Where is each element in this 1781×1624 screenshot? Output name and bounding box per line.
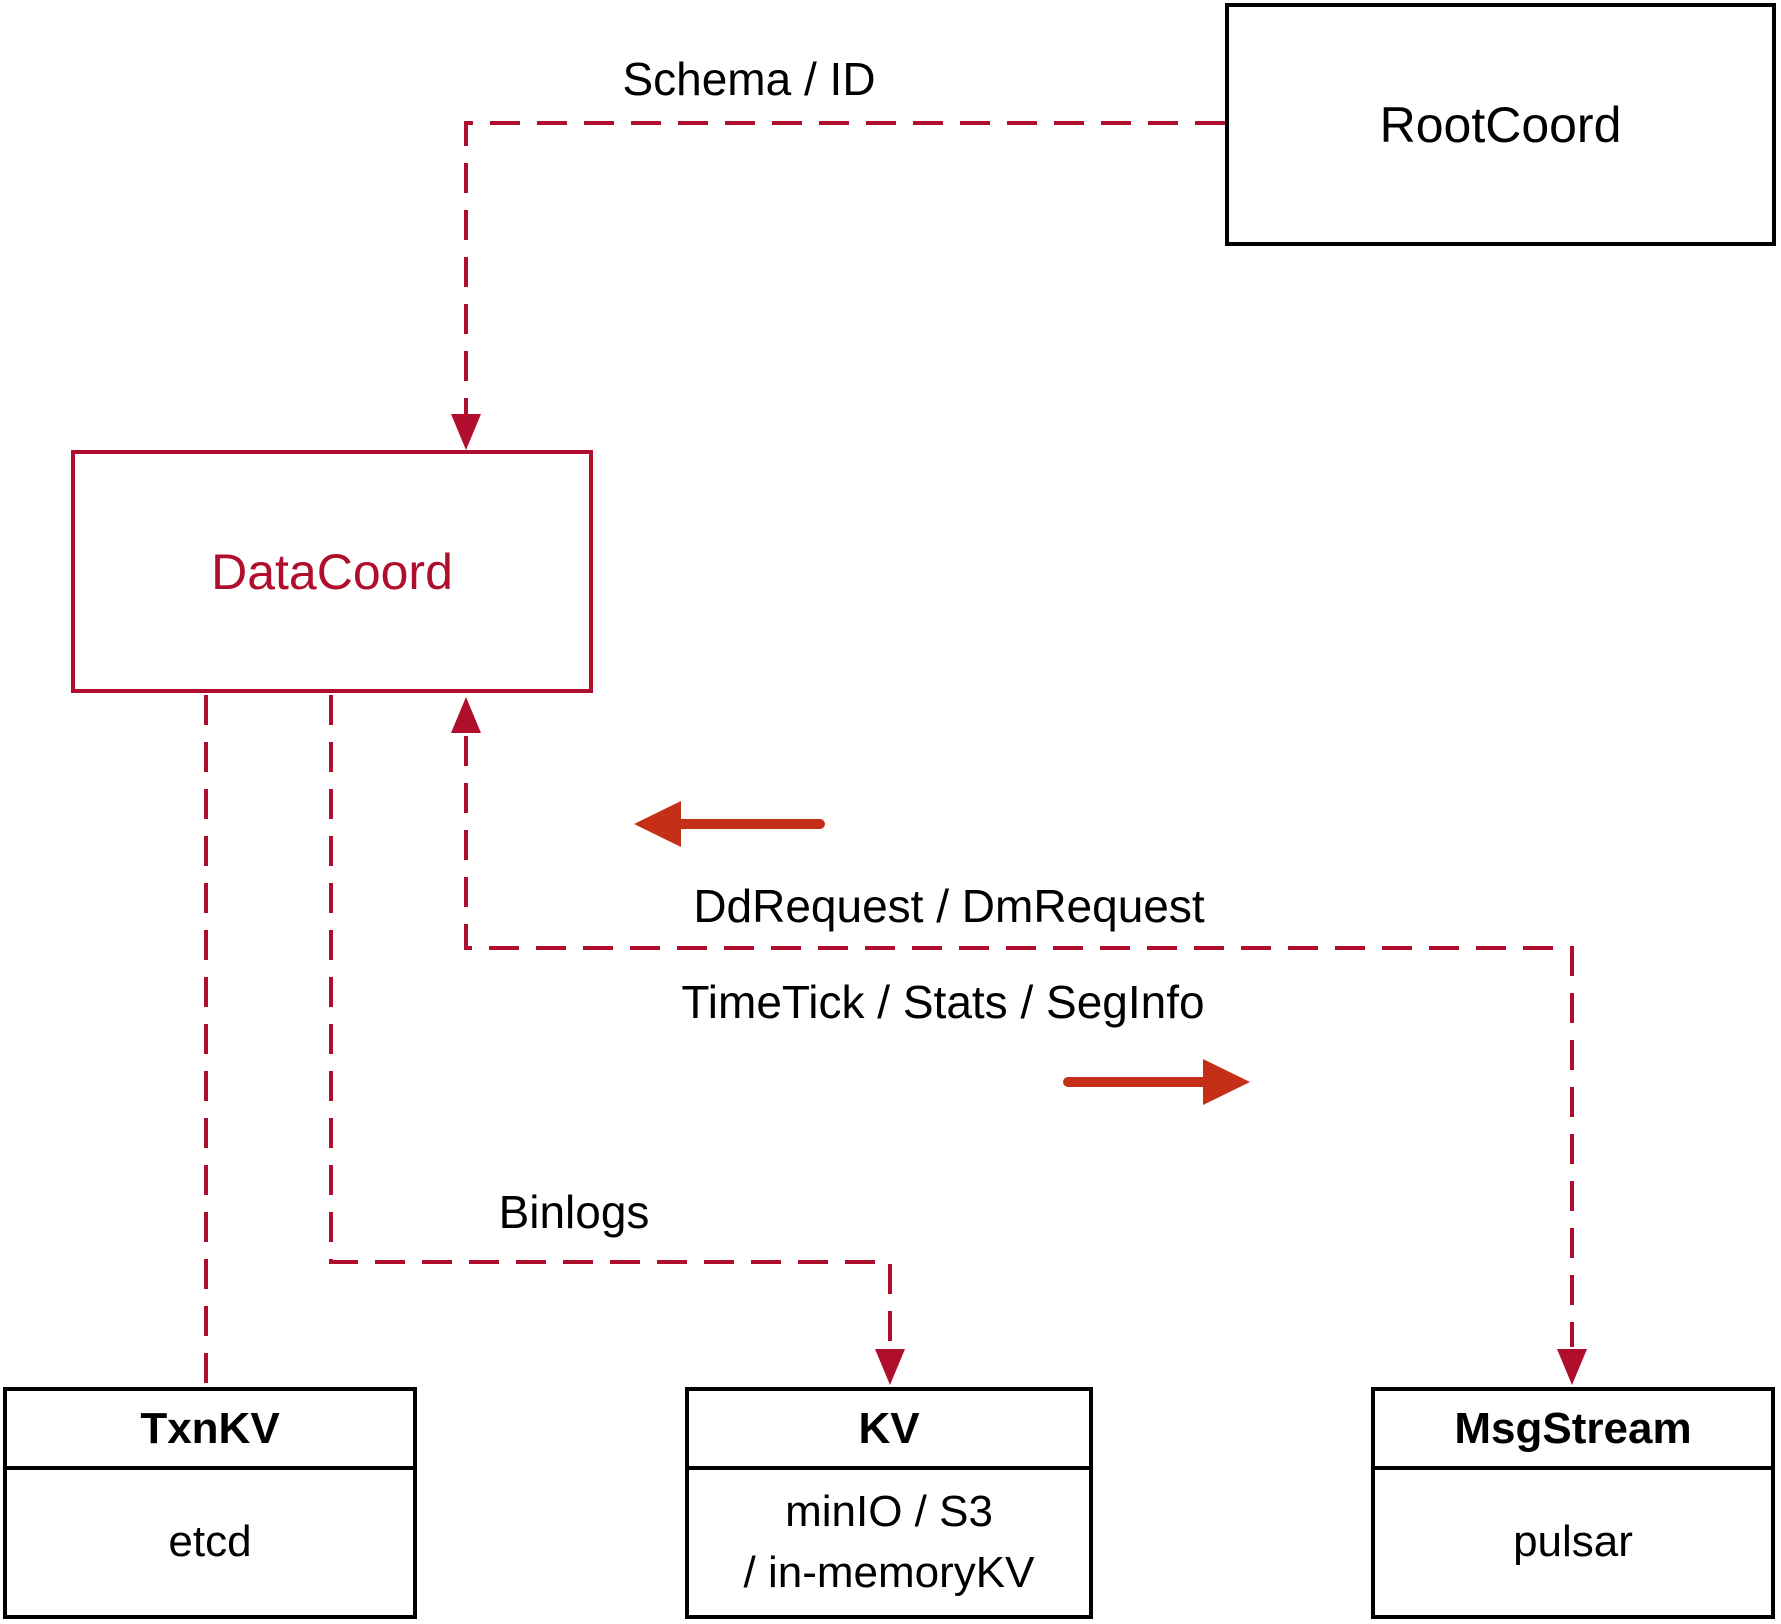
arrow-up-icon [451,697,481,733]
txnkv-node: TxnKV etcd [3,1387,417,1619]
datacoord-label: DataCoord [211,543,453,600]
rootcoord-node: RootCoord [1225,3,1776,246]
edge-schema-dashed-line [464,121,1225,438]
edge-binlogs-dashed-line [329,695,892,1347]
kv-title: KV [689,1391,1089,1470]
arrow-down-icon [451,414,481,450]
binlogs-edge-label: Binlogs [498,1186,650,1238]
arrow-down-icon [875,1349,905,1385]
timetick-edge-label: TimeTick / Stats / SegInfo [681,976,1205,1028]
datacoord-node: DataCoord [71,450,593,693]
rootcoord-label: RootCoord [1379,96,1622,153]
msgstream-node: MsgStream pulsar [1371,1387,1775,1619]
arrow-left-icon [634,801,681,847]
kv-subtitle-line2: / in-memoryKV [743,1547,1035,1597]
kv-node: KV minIO / S3 / in-memoryKV [685,1387,1093,1619]
kv-subtitle-line1: minIO / S3 [785,1486,993,1536]
txnkv-subtitle: etcd [168,1517,252,1567]
edge-request-dashed-line [464,736,1574,1347]
txnkv-title: TxnKV [7,1391,413,1470]
ddrequest-edge-label: DdRequest / DmRequest [693,880,1205,932]
msgstream-subtitle: pulsar [1513,1517,1633,1567]
msgstream-title: MsgStream [1375,1391,1771,1470]
schema-edge-label: Schema / ID [622,53,876,105]
arrow-down-icon [1557,1349,1587,1385]
arrow-right-icon [1203,1059,1250,1105]
